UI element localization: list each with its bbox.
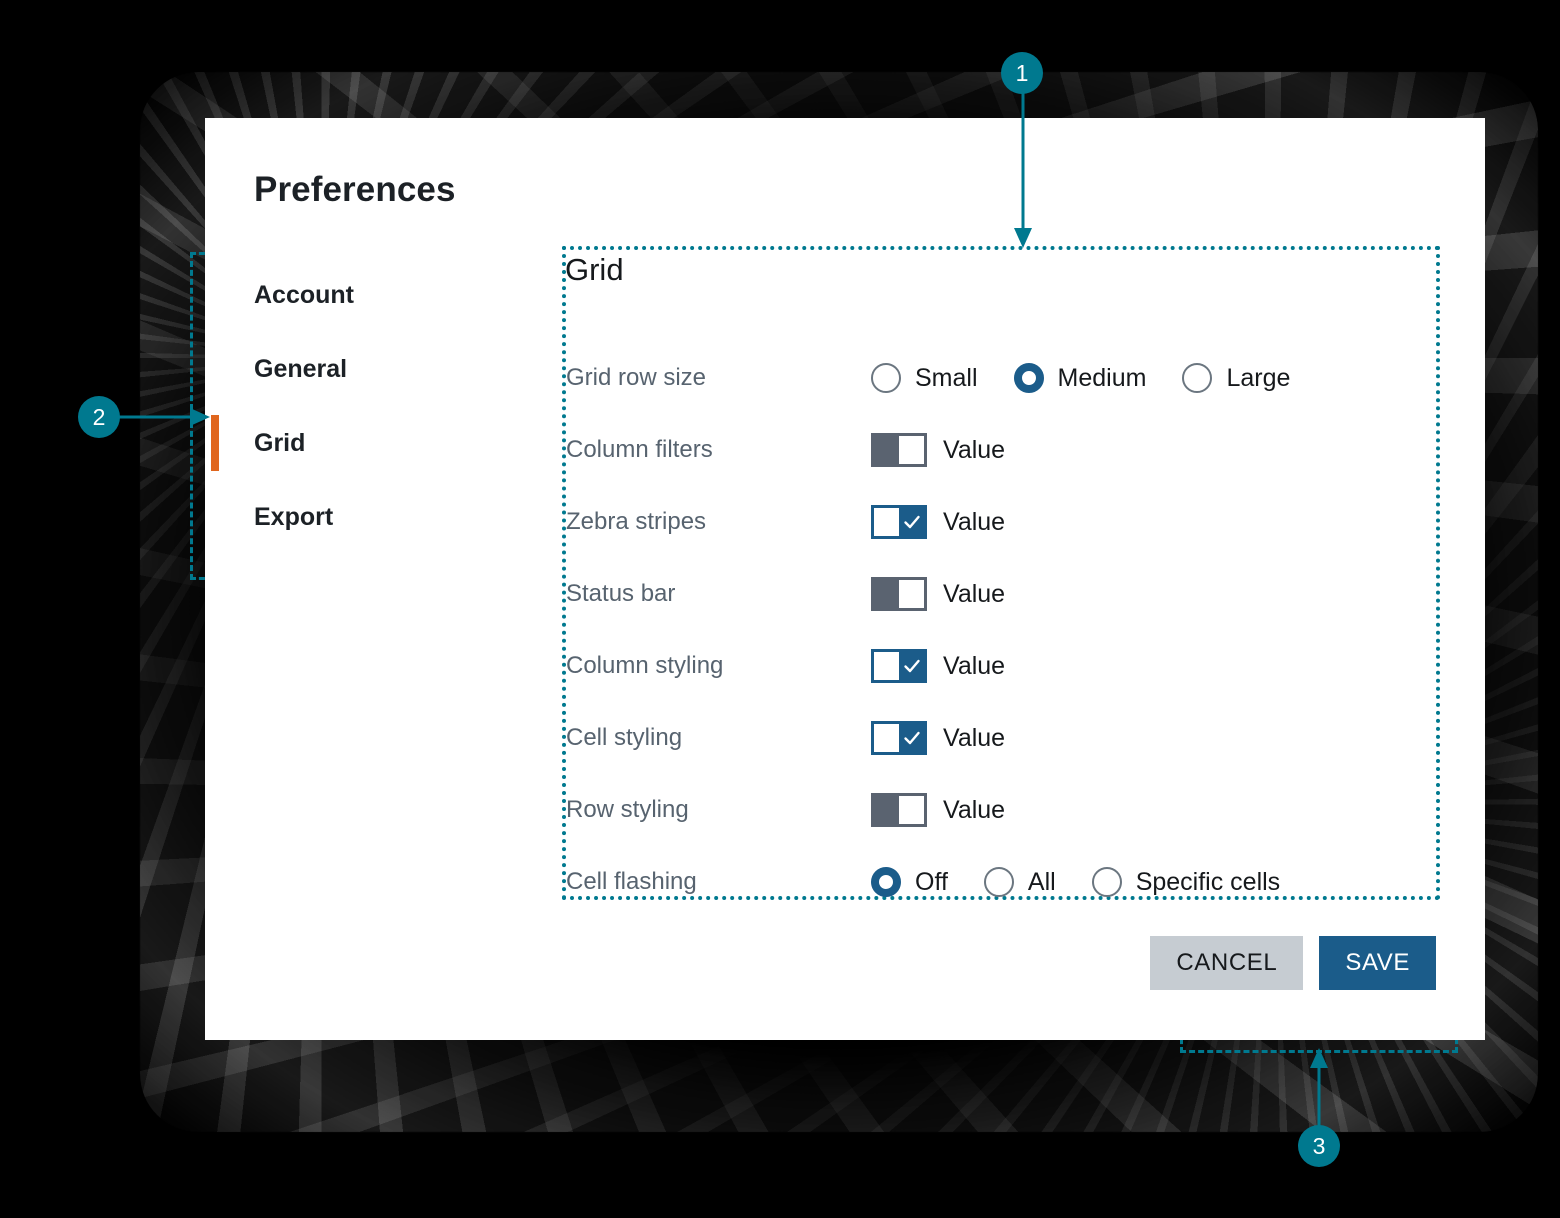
setting-row-grid-row-size: Grid row size Small Medium Large (563, 342, 1439, 414)
toggle-row-styling[interactable] (871, 793, 927, 827)
cancel-button[interactable]: CANCEL (1150, 936, 1304, 990)
toggle-status-bar[interactable] (871, 577, 927, 611)
radio-option-off[interactable]: Off (871, 867, 948, 897)
sidebar-item-label: Export (254, 502, 334, 531)
radio-circle-icon (1182, 363, 1213, 393)
annotation-arrow-2 (112, 408, 210, 426)
toggle-cell-styling[interactable] (871, 721, 927, 755)
radio-circle-selected-icon (1013, 363, 1044, 393)
radio-option-label: All (1027, 867, 1056, 896)
setting-row-cell-styling: Cell styling Value (563, 702, 1439, 774)
radio-circle-icon (983, 867, 1014, 897)
setting-row-cell-flashing: Cell flashing Off All Specific cells (563, 846, 1439, 918)
annotation-arrow-1 (1014, 90, 1032, 248)
radio-group-cell-flashing: Off All Specific cells (871, 867, 1280, 897)
toggle-value-label: Value (943, 507, 1006, 536)
annotation-marker-1[interactable]: 1 (1001, 52, 1043, 94)
check-icon (903, 731, 920, 745)
sidebar-item-account[interactable]: Account (205, 258, 505, 332)
sidebar-item-grid[interactable]: Grid (205, 406, 505, 480)
sidebar-navigation: Account General Grid Export (205, 258, 505, 554)
toggle-value-label: Value (943, 723, 1006, 752)
toggle-zebra-stripes[interactable] (871, 505, 927, 539)
radio-option-medium[interactable]: Medium (1013, 363, 1147, 393)
radio-circle-selected-icon (871, 867, 901, 897)
toggle-knob (874, 580, 899, 608)
setting-row-row-styling: Row styling Value (563, 774, 1439, 846)
radio-option-label: Off (915, 867, 948, 896)
radio-option-specific-cells[interactable]: Specific cells (1091, 867, 1281, 897)
toggle-knob (899, 652, 924, 680)
toggle-column-filters[interactable] (871, 433, 927, 467)
setting-row-column-filters: Column filters Value (563, 414, 1439, 486)
radio-circle-icon (871, 363, 901, 393)
active-indicator-bar (211, 415, 219, 471)
setting-label: Cell flashing (566, 868, 697, 895)
sidebar-item-label: General (254, 354, 348, 383)
toggle-value-label: Value (943, 651, 1006, 680)
radio-option-label: Large (1226, 363, 1291, 392)
setting-label: Column filters (566, 436, 713, 463)
radio-option-label: Medium (1057, 363, 1147, 392)
sidebar-item-export[interactable]: Export (205, 480, 505, 554)
sidebar-item-label: Grid (254, 428, 306, 457)
setting-row-column-styling: Column styling Value (563, 630, 1439, 702)
toggle-knob (874, 436, 899, 464)
page-title: Preferences (254, 170, 456, 209)
setting-label: Row styling (566, 796, 689, 823)
toggle-value-label: Value (943, 435, 1006, 464)
radio-option-large[interactable]: Large (1182, 363, 1290, 393)
radio-option-all[interactable]: All (983, 867, 1056, 897)
annotation-marker-3[interactable]: 3 (1298, 1125, 1340, 1167)
toggle-knob (874, 796, 899, 824)
setting-row-zebra-stripes: Zebra stripes Value (563, 486, 1439, 558)
panel-heading: Grid (565, 252, 624, 287)
setting-label: Zebra stripes (566, 508, 707, 535)
radio-group-grid-row-size: Small Medium Large (871, 363, 1290, 393)
sidebar-item-general[interactable]: General (205, 332, 505, 406)
save-button[interactable]: SAVE (1319, 936, 1436, 990)
setting-row-status-bar: Status bar Value (563, 558, 1439, 630)
annotation-marker-2[interactable]: 2 (78, 396, 120, 438)
toggle-value-label: Value (943, 579, 1006, 608)
toggle-knob (899, 508, 924, 536)
setting-label: Cell styling (566, 724, 683, 751)
toggle-knob (899, 724, 924, 752)
setting-label: Grid row size (566, 364, 707, 391)
sidebar-item-label: Account (254, 280, 354, 309)
check-icon (903, 659, 920, 673)
radio-option-small[interactable]: Small (871, 363, 978, 393)
settings-rows: Grid row size Small Medium Large (563, 342, 1439, 918)
setting-label: Column styling (566, 652, 724, 679)
toggle-column-styling[interactable] (871, 649, 927, 683)
radio-option-label: Specific cells (1135, 867, 1281, 896)
check-icon (903, 515, 920, 529)
setting-label: Status bar (566, 580, 676, 607)
radio-option-label: Small (915, 363, 978, 392)
toggle-value-label: Value (943, 795, 1006, 824)
preferences-dialog: Preferences Account General Grid Export (205, 118, 1485, 1040)
radio-circle-icon (1091, 867, 1122, 897)
dialog-action-buttons: CANCEL SAVE (1150, 936, 1436, 990)
